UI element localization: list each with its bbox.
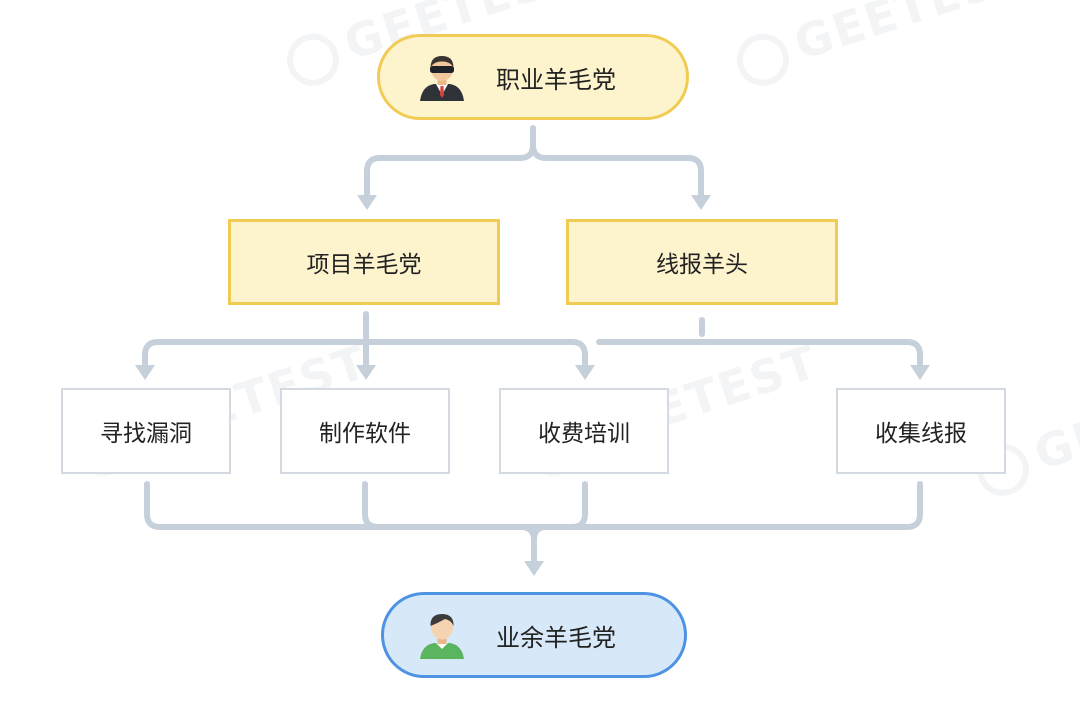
node-make-software: 制作软件: [280, 388, 450, 474]
node-paid-training: 收费培训: [499, 388, 669, 474]
node-label: 线报羊头: [656, 252, 748, 278]
connector-merge: [543, 481, 923, 530]
connector-tip: [596, 339, 923, 371]
arrowhead-icon: [524, 561, 544, 576]
node-label: 收费培训: [538, 421, 630, 447]
node-label: 职业羊毛党: [496, 65, 616, 94]
node-label: 业余羊毛党: [496, 623, 616, 652]
node-label: 项目羊毛党: [306, 252, 422, 278]
node-project-wool-party: 项目羊毛党: [228, 219, 500, 305]
green-shirt-person-icon: [420, 614, 464, 659]
arrowhead-icon: [910, 365, 930, 380]
connector-merge: [362, 481, 588, 530]
arrowhead-icon: [691, 195, 711, 210]
node-label: 收集线报: [875, 421, 967, 447]
node-find-loopholes: 寻找漏洞: [61, 388, 231, 474]
arrowhead-icon: [575, 365, 595, 380]
connector-merge: [144, 481, 524, 530]
node-tip-leader: 线报羊头: [566, 219, 838, 305]
node-label: 寻找漏洞: [100, 421, 192, 447]
connector-merge: [518, 524, 549, 567]
connector-top-split: [364, 125, 536, 201]
node-label: 制作软件: [319, 421, 411, 447]
connector-project: [142, 339, 369, 371]
connector-top-split: [530, 142, 704, 201]
arrowhead-icon: [357, 195, 377, 210]
node-amateur-wool-party: 业余羊毛党: [381, 592, 687, 678]
node-collect-tips: 收集线报: [836, 388, 1006, 474]
connector-project: [363, 339, 588, 371]
arrowhead-icon: [356, 365, 376, 380]
sunglasses-man-icon: [420, 56, 464, 101]
node-professional-wool-party: 职业羊毛党: [377, 34, 689, 120]
arrowhead-icon: [135, 365, 155, 380]
